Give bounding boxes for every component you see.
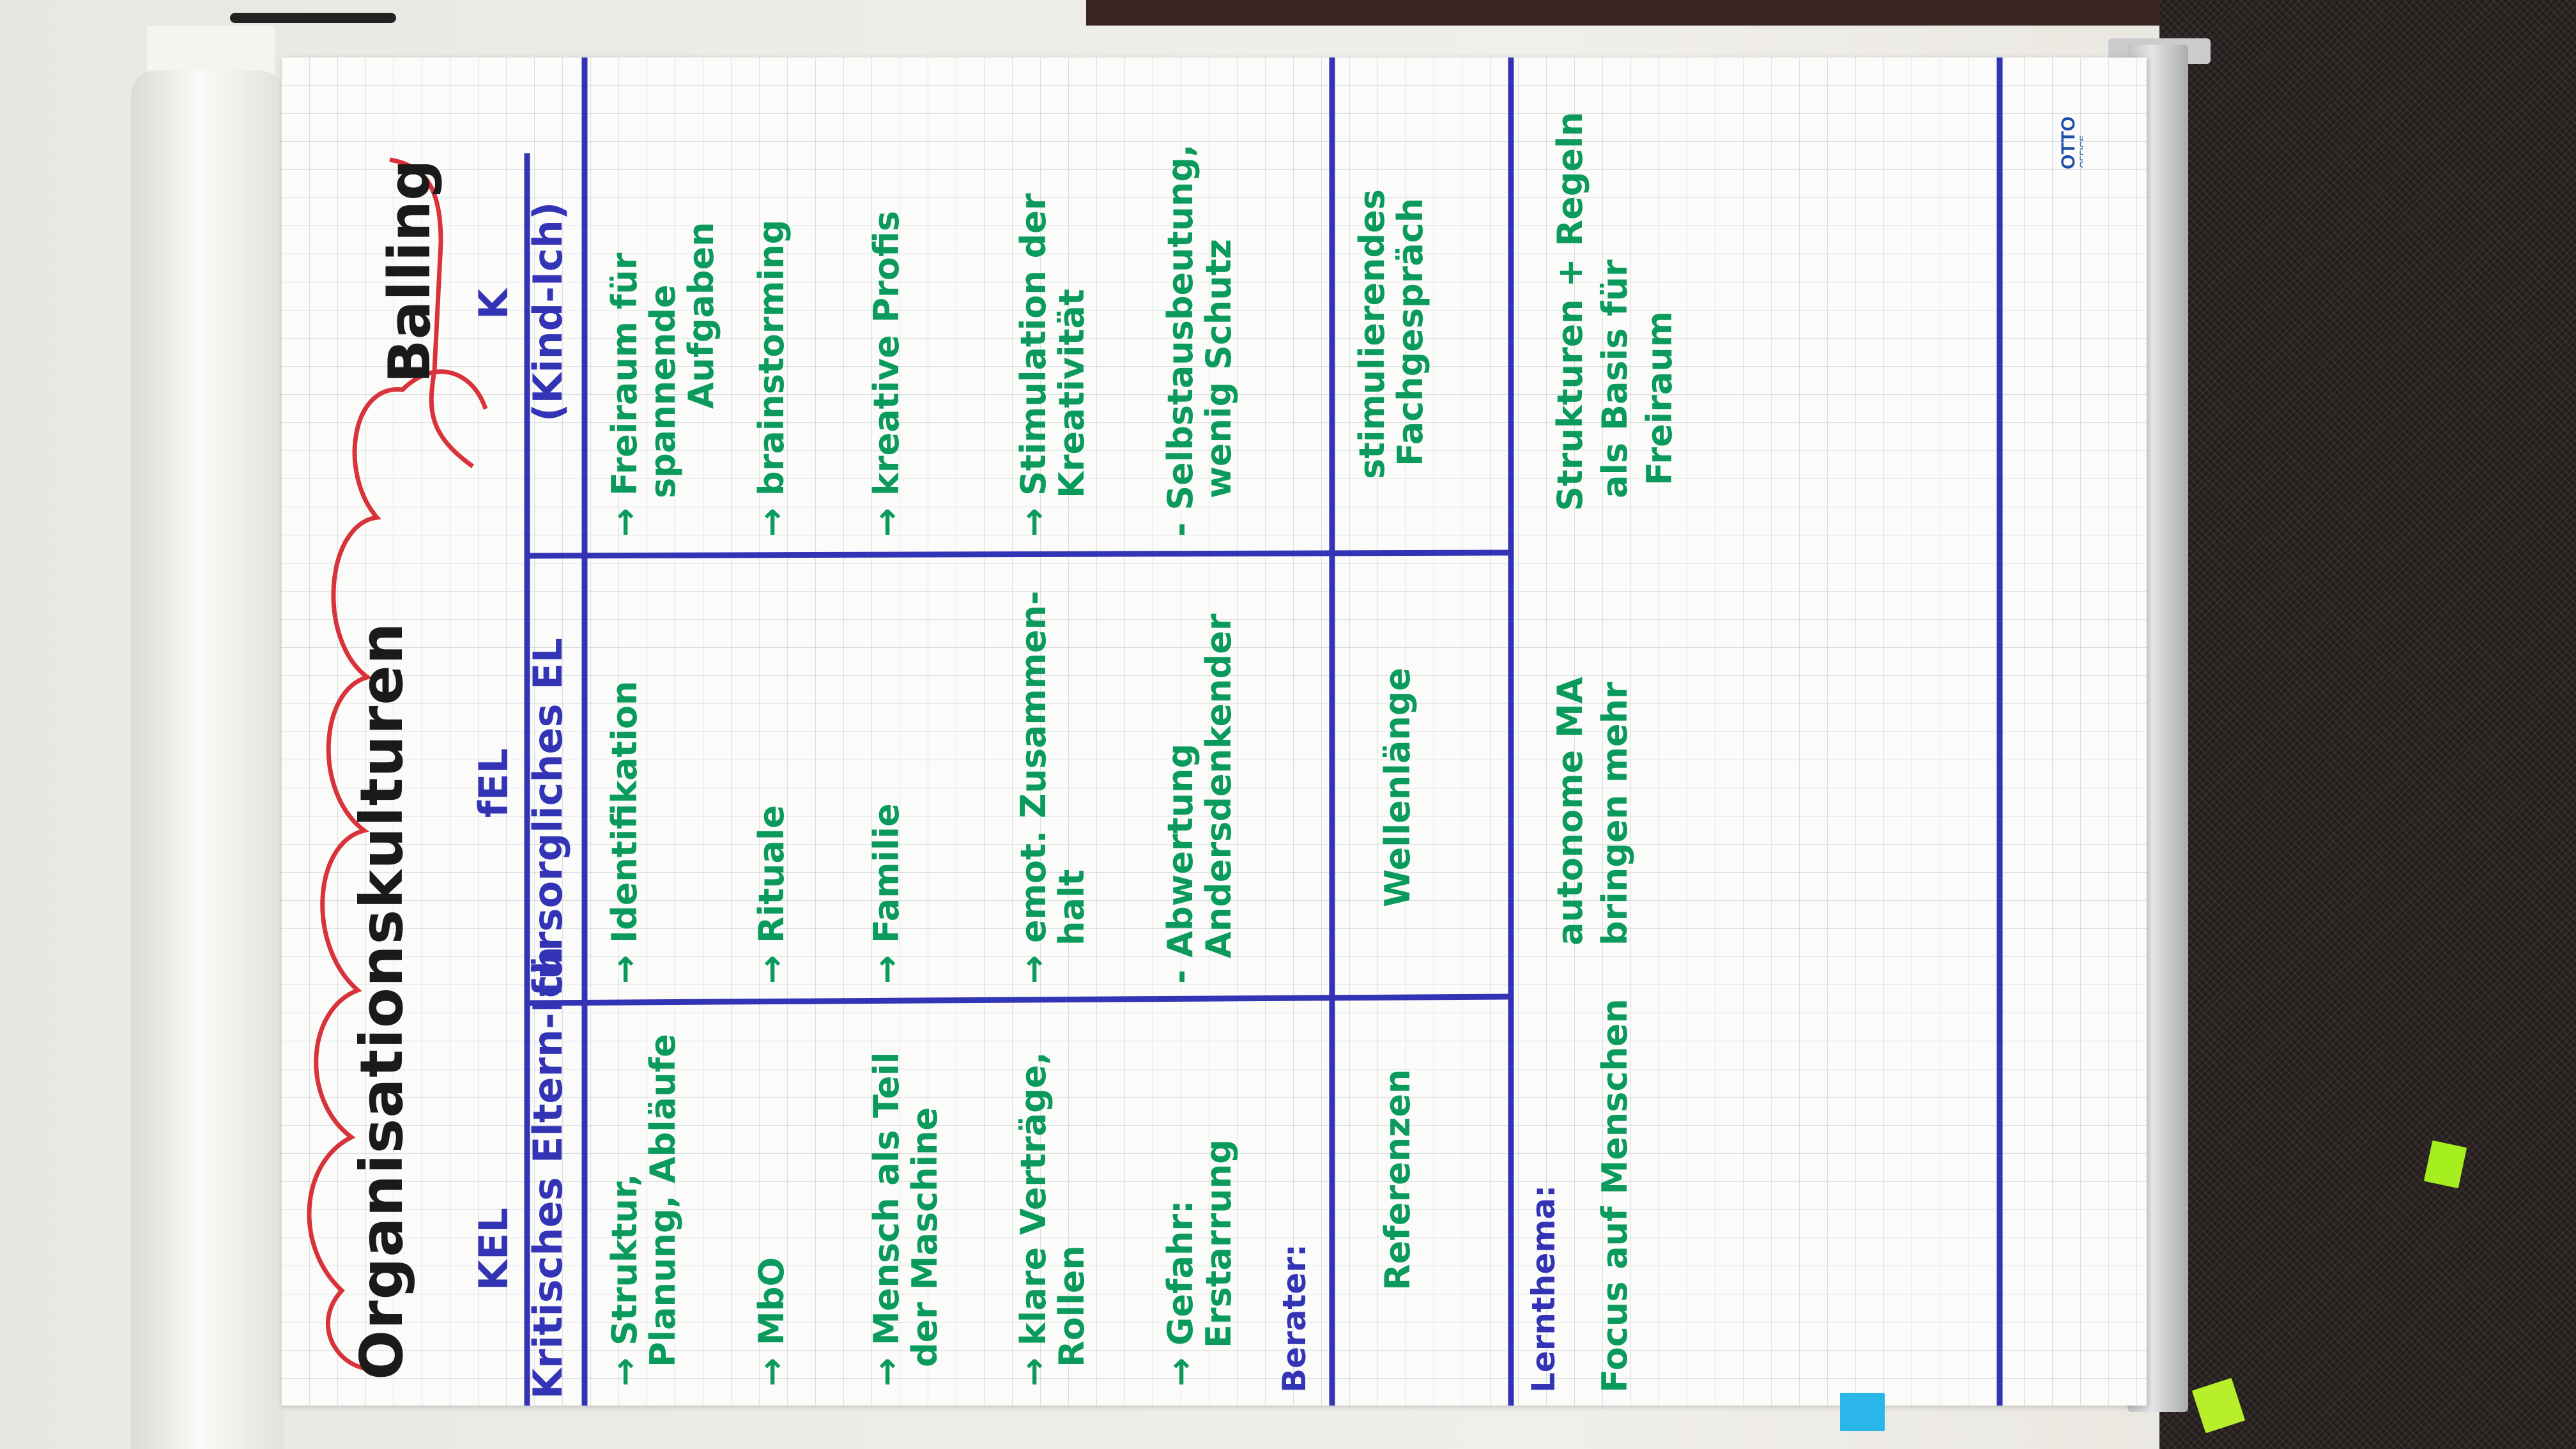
chart-lines [307,57,2003,1406]
title-cloud-outline [307,369,488,1372]
cell-r1c3-line4: → brainstorming [751,219,792,537]
cell-r1c3-line6: → Stimulation der [1013,193,1054,537]
cell-r3c1-line1: Focus auf Menschen [1595,999,1635,1393]
cell-r1c1-line3: → MbO [751,1257,792,1386]
grid-col-line-1 [526,993,1512,1006]
cell-r1c2-line1: → Identifikation [604,680,645,984]
sticky-note-blue [1840,1393,1885,1431]
carpet-floor [2159,0,2576,1449]
cell-r2c3-line1: stimulierendes [1352,189,1392,479]
cell-r1c1-line5: der Maschine [905,1107,945,1367]
cell-r2c3-line2: Fachgespräch [1390,197,1430,466]
cell-r2c1-line1: Referenzen [1377,1069,1418,1291]
row-label-lernthema: Lernthema: [1525,1184,1562,1393]
logo-brand: OTTO [2058,116,2079,169]
cell-r1c2-line5: halt [1052,869,1092,946]
cell-r1c2-line6: - Abwertung [1160,743,1200,984]
cell-r1c3-line3: Aufgaben [681,222,721,409]
cell-r2c2-line1: Wellenlänge [1377,667,1418,907]
cell-r1c2-line7: Andersdenkender [1199,613,1239,958]
cell-r1c1-line9: Erstarrung [1199,1139,1239,1348]
flipchart-paper [281,57,2147,1406]
cell-r1c2-line4: → emot. Zusammen- [1013,590,1054,984]
cell-r1c3-line5: → kreative Profis [866,210,907,537]
grid-col-line-2 [526,549,1512,559]
col-header-abbr-kel: KEL [470,1208,517,1291]
logo-sub: OFFICE [2078,135,2083,168]
col-header-abbr-k: K [470,288,517,319]
col-header-name-kel: Kritisches Eltern-Ich [525,946,571,1399]
cell-r3c2-line1: autonome MA [1550,677,1590,946]
page-title: Organisationskulturen [348,622,416,1380]
cell-r1c3-line7: Kreativität [1052,289,1092,498]
cell-r1c3-line8: - Selbstausbeutung, [1160,144,1200,537]
cell-r1c3-line9: wenig Schutz [1199,239,1239,498]
cell-r1c2-line2: → Rituale [751,805,792,984]
author-name: Balling [376,159,443,383]
chart-content: Organisationskulturen Balling KEL Kritis… [281,57,2147,1406]
col-header-abbr-fel: fEL [470,748,517,818]
cell-r1c1-line6: → klare Verträge, [1013,1052,1054,1386]
author-underline [389,157,475,468]
cell-r1c1-line4: → Mensch als Teil [866,1052,907,1386]
cell-r3c3-line2: als Basis für [1595,259,1635,498]
otto-office-logo: OTTO OFFICE [2058,116,2083,169]
paper-roll [131,70,284,1449]
cell-r3c2-line2: bringen mehr [1595,682,1635,946]
col-header-name-k: (Kind-Ich) [525,201,571,422]
row-label-berater: Berater: [1276,1244,1313,1393]
cell-r1c1-line8: → Gefahr: [1160,1200,1200,1386]
cell-r1c1-line7: Rollen [1052,1245,1092,1367]
paper-roll-top [147,26,275,77]
cell-r1c3-line1: → Freiraum für [604,252,645,537]
shelf-edge [1086,0,2172,26]
col-header-name-fel: fürsorgliches EL [525,638,571,997]
cell-r1c1-line1: → Struktur, [604,1173,645,1386]
cell-r1c3-line2: spannende [643,284,683,498]
cell-r3c3-line3: Freiraum [1639,311,1680,486]
cell-r3c3-line1: Strukturen + Regeln [1550,112,1590,511]
cell-r1c2-line3: → Familie [866,803,907,984]
cell-r1c1-line2: Planung, Abläufe [643,1034,683,1367]
marker-pen [230,13,396,23]
